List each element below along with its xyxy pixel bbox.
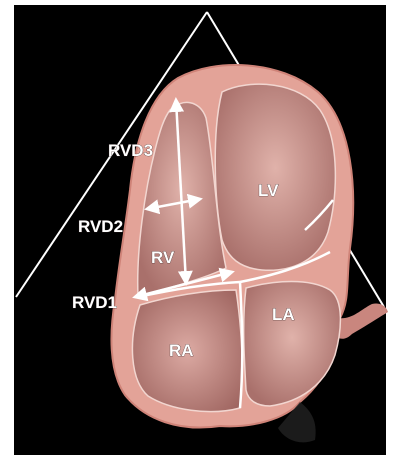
label-rvd1: RVD1 — [72, 293, 117, 312]
label-rvd3: RVD3 — [108, 141, 153, 160]
label-lv: LV — [258, 181, 279, 200]
lv-chamber — [215, 84, 335, 270]
label-ra: RA — [169, 341, 194, 360]
label-la: LA — [272, 305, 295, 324]
label-rv: RV — [151, 248, 175, 267]
label-rvd2: RVD2 — [78, 217, 123, 236]
